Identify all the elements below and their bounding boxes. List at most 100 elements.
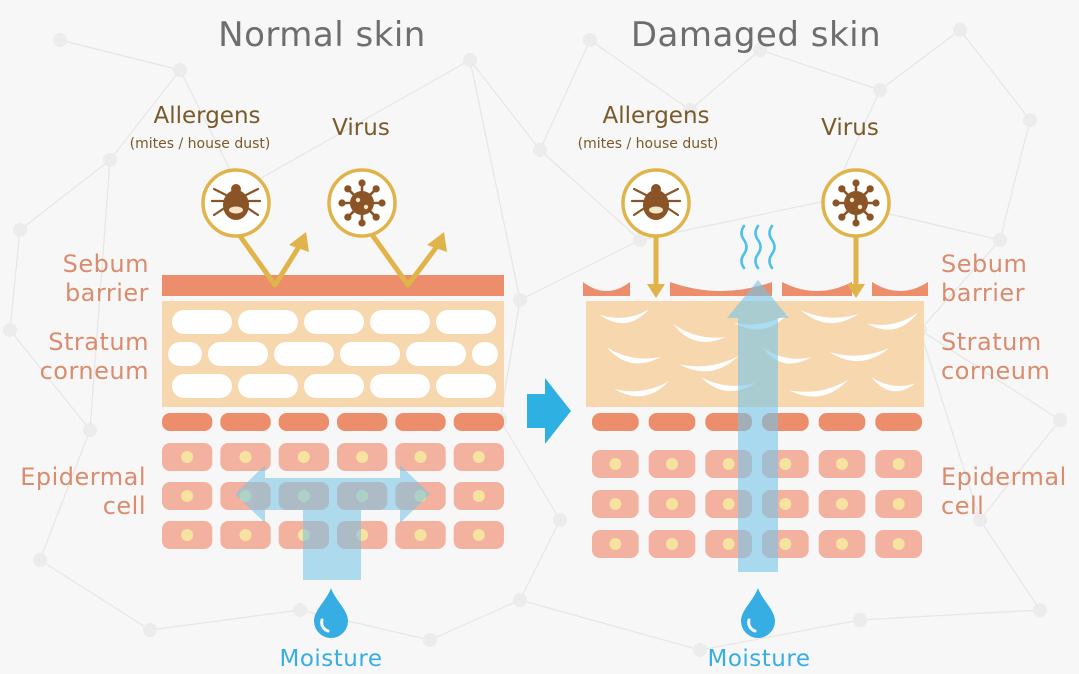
right-stratum-corneum-label: Stratum corneum xyxy=(941,328,1050,386)
corneocyte xyxy=(340,342,400,366)
cell-nucleus xyxy=(666,538,678,550)
right-epidermal-cell-label: Epidermal cell xyxy=(941,463,1067,521)
cell-nucleus xyxy=(666,498,678,510)
normal-skin-panel xyxy=(162,170,504,638)
basal-cell xyxy=(454,413,504,431)
corneocyte xyxy=(172,310,232,334)
cell-nucleus xyxy=(609,538,621,550)
sebum-barrier xyxy=(162,275,504,296)
virus-core xyxy=(350,191,374,215)
cell-nucleus xyxy=(240,451,252,463)
basal-cell xyxy=(819,413,866,431)
cell-nucleus xyxy=(181,451,193,463)
cell-nucleus xyxy=(723,538,735,550)
left-stratum-corneum-label: Stratum corneum xyxy=(40,328,149,386)
corneocyte xyxy=(208,342,268,366)
stratum-cells xyxy=(168,310,498,398)
sebum-label-line2: barrier xyxy=(63,279,149,308)
cell-nucleus xyxy=(298,451,310,463)
damaged-allergens-label: Allergens xyxy=(602,105,709,128)
virus-spike-tip xyxy=(867,214,874,221)
virus-spike-tip xyxy=(373,214,380,221)
steam-wave xyxy=(742,226,747,268)
corneocyte xyxy=(238,310,298,334)
left-sebum-barrier-label: Sebum barrier xyxy=(63,250,149,308)
normal-allergens-label: Allergens xyxy=(153,105,260,128)
normal-virus-label: Virus xyxy=(332,117,390,140)
damaged-virus-label: Virus xyxy=(821,117,879,140)
corneocyte xyxy=(172,374,232,398)
virus-dot xyxy=(364,205,368,209)
cell-nucleus xyxy=(723,498,735,510)
mite-marking xyxy=(229,207,243,214)
cell-nucleus xyxy=(666,458,678,470)
stratum-label-line1: Stratum xyxy=(40,328,149,357)
water-drop-icon xyxy=(314,588,348,638)
damaged-moisture-label: Moisture xyxy=(708,648,811,671)
normal-allergens-sublabel: (mites / house dust) xyxy=(130,137,271,151)
virus-dot xyxy=(356,198,360,202)
cell-nucleus xyxy=(779,538,791,550)
virus-spike-tip xyxy=(852,179,859,186)
corneocyte xyxy=(304,374,364,398)
virus-dot xyxy=(850,198,854,202)
transition-arrow xyxy=(527,378,571,444)
cell-nucleus xyxy=(836,498,848,510)
corneocyte xyxy=(472,342,498,366)
cell-nucleus xyxy=(473,529,485,541)
stratum-label-line1: Stratum xyxy=(941,328,1050,357)
virus-core xyxy=(844,191,868,215)
cell-nucleus xyxy=(415,529,427,541)
mite-body xyxy=(223,190,249,220)
basal-cell xyxy=(875,413,922,431)
virus-spike-tip xyxy=(867,185,874,192)
cell-nucleus xyxy=(473,490,485,502)
damaged-skin-panel xyxy=(583,170,928,638)
cell-nucleus xyxy=(240,529,252,541)
damaged-allergens-sublabel: (mites / house dust) xyxy=(578,137,719,151)
virus-spike-tip xyxy=(344,214,351,221)
steam-wave xyxy=(770,226,775,268)
corneocyte xyxy=(436,310,496,334)
left-epidermal-cell-label: Epidermal cell xyxy=(20,463,146,521)
stratum-label-line2: corneum xyxy=(941,357,1050,386)
corneocyte xyxy=(238,374,298,398)
virus-spike-tip xyxy=(872,199,879,206)
cell-nucleus xyxy=(723,458,735,470)
virus-spike-tip xyxy=(852,219,859,226)
broken-sebum-segment xyxy=(782,282,852,296)
cell-nucleus xyxy=(893,498,905,510)
cell-nucleus xyxy=(181,490,193,502)
sebum-label-line2: barrier xyxy=(941,279,1027,308)
cell-nucleus xyxy=(181,529,193,541)
virus-spike-tip xyxy=(373,185,380,192)
cell-nucleus xyxy=(779,458,791,470)
cell-nucleus xyxy=(473,451,485,463)
basal-cell xyxy=(279,413,329,431)
corneocyte xyxy=(406,342,466,366)
virus-spike-tip xyxy=(358,179,365,186)
evaporation-icon xyxy=(742,226,775,268)
cell-nucleus xyxy=(836,538,848,550)
cell-nucleus xyxy=(779,498,791,510)
cell-nucleus xyxy=(609,458,621,470)
epidermal-label-line1: Epidermal xyxy=(20,463,146,492)
mite-head xyxy=(231,184,241,194)
cell-nucleus xyxy=(893,538,905,550)
virus-spike-tip xyxy=(838,214,845,221)
virus-dot xyxy=(858,205,862,209)
damaged-skin-title: Damaged skin xyxy=(631,18,881,52)
arrowhead xyxy=(647,284,665,298)
cell-nucleus xyxy=(356,451,368,463)
water-drop-icon xyxy=(741,588,775,638)
basal-cell xyxy=(649,413,696,431)
normal-skin-title: Normal skin xyxy=(218,18,426,52)
cell-nucleus xyxy=(415,451,427,463)
basal-cell xyxy=(395,413,445,431)
cell-nucleus xyxy=(609,498,621,510)
epidermal-label-line2: cell xyxy=(20,492,146,521)
corneocyte xyxy=(436,374,496,398)
broken-sebum-segment xyxy=(872,282,928,296)
